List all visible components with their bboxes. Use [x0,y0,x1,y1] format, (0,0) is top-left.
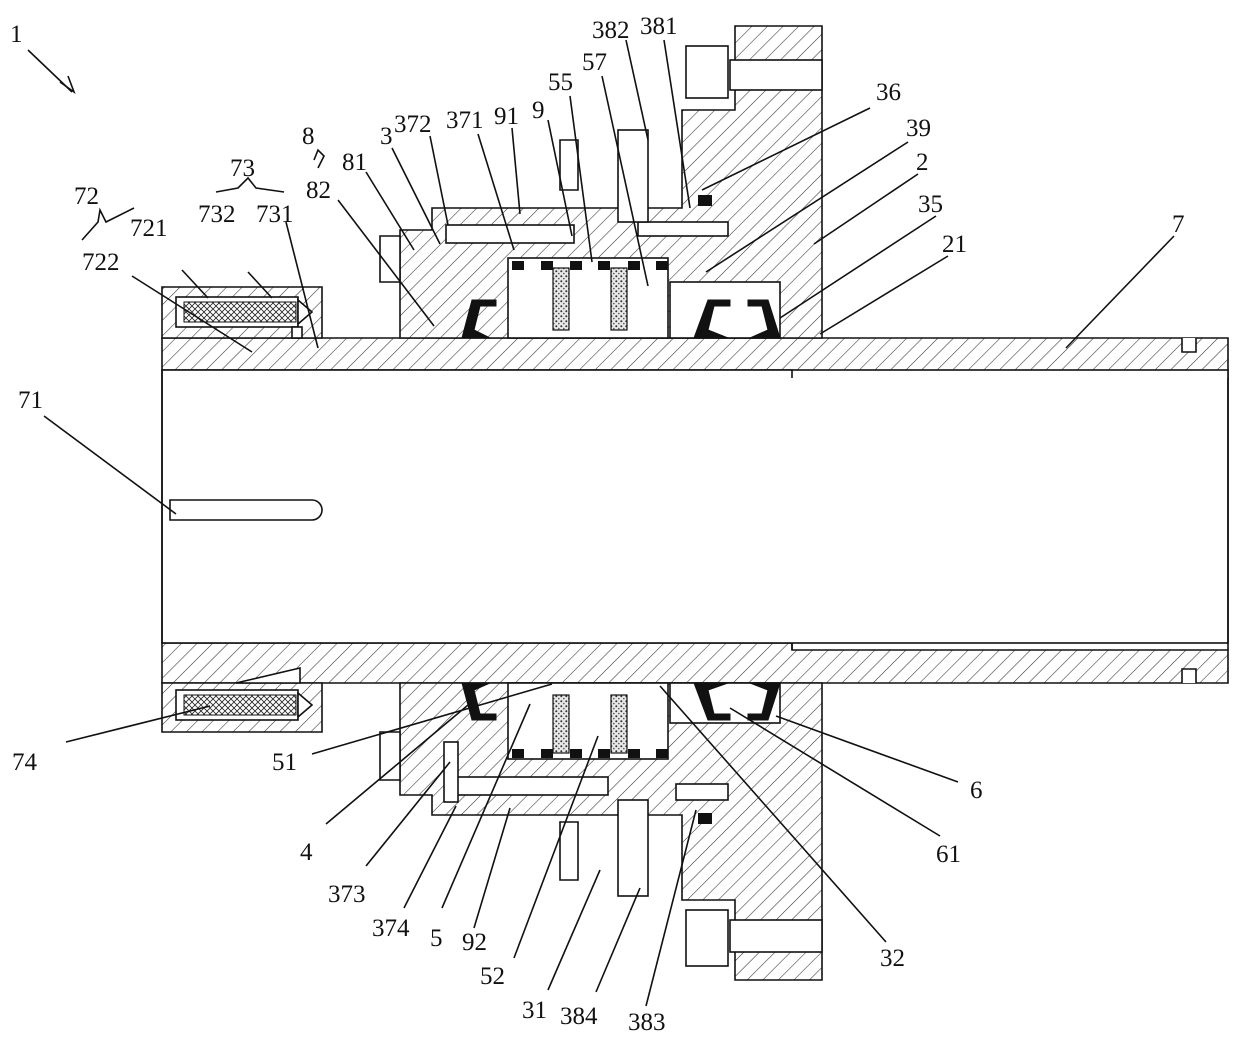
label-fig-number: 1 [10,21,23,48]
label-74: 74 [12,749,38,776]
pin-71 [169,499,323,521]
label-21: 21 [942,231,967,258]
label-57: 57 [582,49,607,76]
label-9: 9 [532,97,545,124]
label-731: 731 [256,201,294,228]
label-381: 381 [640,13,678,40]
label-73: 73 [230,155,255,182]
label-55: 55 [548,69,573,96]
label-384: 384 [560,1003,598,1030]
spring-elements [552,267,628,754]
label-31: 31 [522,997,547,1024]
label-71: 71 [18,387,43,414]
leader-lines [27,39,1175,1007]
label-721: 721 [130,215,168,242]
label-81: 81 [342,149,367,176]
label-7: 7 [1172,211,1185,238]
label-382: 382 [592,17,630,44]
label-61: 61 [936,841,961,868]
lip-seals [461,299,781,721]
label-373: 373 [328,881,366,908]
label-39: 39 [906,115,931,142]
label-6: 6 [970,777,983,804]
label-371: 371 [446,107,484,134]
label-72: 72 [74,183,99,210]
label-374: 374 [372,915,410,942]
label-91: 91 [494,103,519,130]
label-32: 32 [880,945,905,972]
label-51: 51 [272,749,297,776]
label-732: 732 [198,201,236,228]
label-722: 722 [82,249,120,276]
label-372: 372 [394,111,432,138]
label-92: 92 [462,929,487,956]
label-52: 52 [480,963,505,990]
housing-bottom [379,682,823,981]
left-collar-bottom [161,666,323,733]
left-collar-top [161,286,323,339]
label-2: 2 [916,149,929,176]
label-82: 82 [306,177,331,204]
label-383: 383 [628,1009,666,1036]
callout-labels: 1 72 721 722 73 732 731 8 81 82 3 372 37… [10,13,1185,1036]
label-5: 5 [430,925,443,952]
label-8: 8 [302,123,315,150]
label-4: 4 [300,839,313,866]
label-36: 36 [876,79,901,106]
label-35: 35 [918,191,943,218]
label-3: 3 [380,123,393,150]
o-rings [512,195,712,824]
housing-top [379,25,823,339]
